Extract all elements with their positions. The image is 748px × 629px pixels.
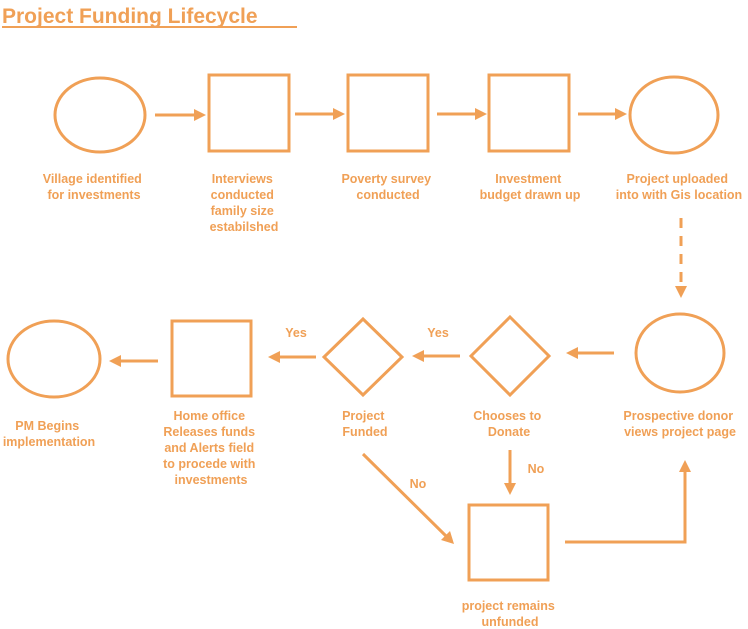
node-uploaded-label: Project uploaded into with Gis location bbox=[616, 172, 742, 202]
node-unfunded-shape bbox=[467, 503, 550, 582]
edge-chooses-funded bbox=[412, 350, 460, 362]
node-interviews-label: Interviews conducted family size estabil… bbox=[210, 172, 279, 234]
node-poverty-shape bbox=[346, 73, 430, 153]
node-village-label: Village identified for investments bbox=[43, 172, 146, 202]
node-pm-shape bbox=[6, 319, 102, 399]
node-village-shape bbox=[53, 76, 147, 154]
edge-chooses-unfunded bbox=[504, 450, 516, 495]
edge-label-no-funded: No bbox=[410, 477, 427, 491]
node-unfunded-label: project remains unfunded bbox=[462, 599, 559, 629]
node-budget-shape bbox=[487, 73, 571, 153]
edge-interviews-poverty bbox=[295, 108, 345, 120]
node-pm-label: PM Begins implementation bbox=[3, 419, 95, 449]
node-donor-label: Prospective donor views project page bbox=[623, 409, 736, 439]
node-donor-shape bbox=[634, 312, 726, 394]
edge-funded-homeoffice bbox=[268, 351, 316, 363]
node-budget-label: Investment budget drawn up bbox=[480, 172, 581, 202]
edge-uploaded-donor-dashed bbox=[675, 218, 687, 298]
diagram-title: Project Funding Lifecycle bbox=[2, 5, 258, 28]
edge-village-interviews bbox=[155, 109, 206, 121]
node-homeoffice-label: Home office Releases funds and Alerts fi… bbox=[163, 409, 259, 487]
edge-poverty-budget bbox=[437, 108, 487, 120]
connectors bbox=[109, 108, 691, 544]
node-labels: Village identified for investments Inter… bbox=[3, 172, 742, 629]
edge-homeoffice-pm bbox=[109, 355, 158, 367]
node-funded-label: Project Funded bbox=[342, 409, 388, 439]
edge-label-yes-funded: Yes bbox=[285, 326, 307, 340]
edge-budget-uploaded bbox=[578, 108, 627, 120]
edge-donor-chooses bbox=[566, 347, 614, 359]
node-chooses-shape bbox=[468, 314, 552, 398]
edge-label-no-chooses: No bbox=[528, 462, 545, 476]
node-poverty-label: Poverty survey conducted bbox=[341, 172, 434, 202]
node-interviews-shape bbox=[207, 73, 291, 153]
node-homeoffice-shape bbox=[170, 319, 253, 398]
edge-label-yes-chooses: Yes bbox=[427, 326, 449, 340]
shapes bbox=[6, 73, 726, 582]
edge-unfunded-donor bbox=[565, 460, 691, 544]
node-uploaded-shape bbox=[628, 75, 720, 155]
node-funded-shape bbox=[321, 316, 405, 398]
node-chooses-label: Chooses to Donate bbox=[473, 409, 545, 439]
edge-funded-unfunded bbox=[361, 452, 454, 544]
